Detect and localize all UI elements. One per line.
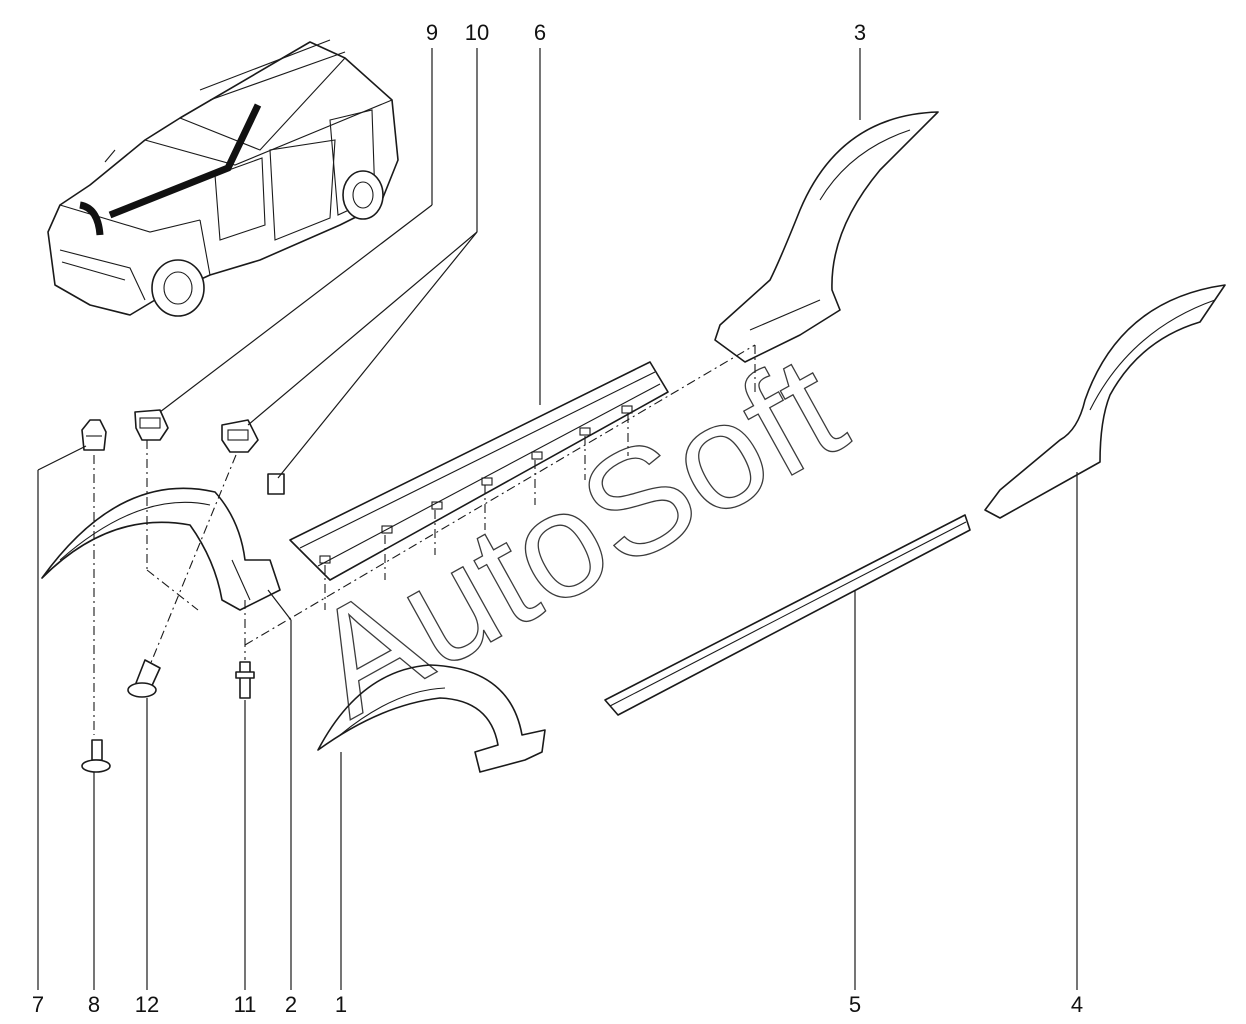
callout-10: 10 (465, 20, 489, 45)
callout-labels: 9 10 6 3 7 8 12 11 2 1 5 4 (32, 20, 1083, 1017)
callout-12: 12 (135, 992, 159, 1017)
callout-8: 8 (88, 992, 100, 1017)
callout-6: 6 (534, 20, 546, 45)
clip-10 (221, 419, 259, 453)
callout-7: 7 (32, 992, 44, 1017)
rivet-11 (235, 661, 255, 699)
leader-lines (37, 48, 1078, 990)
sill-trim-upper (289, 361, 669, 581)
screw-8 (81, 739, 111, 773)
callout-3: 3 (854, 20, 866, 45)
sill-molding-lower (604, 514, 971, 716)
rear-wheel-arch-extension (317, 664, 546, 773)
rear-quarter-arch-extension (714, 111, 939, 363)
callout-4: 4 (1071, 992, 1083, 1017)
assembly-lines (93, 344, 756, 735)
rear-sill-extension (984, 284, 1226, 519)
callout-2: 2 (285, 992, 297, 1017)
callout-5: 5 (849, 992, 861, 1017)
nut-10 (267, 473, 285, 495)
front-wheel-arch-extension (41, 487, 281, 611)
vehicle-overview-illustration (47, 39, 399, 317)
clip-7 (81, 419, 107, 451)
callout-9: 9 (426, 20, 438, 45)
screw-12 (127, 659, 161, 698)
clip-9 (134, 409, 169, 441)
callout-11: 11 (234, 992, 257, 1017)
callout-1: 1 (335, 992, 347, 1017)
